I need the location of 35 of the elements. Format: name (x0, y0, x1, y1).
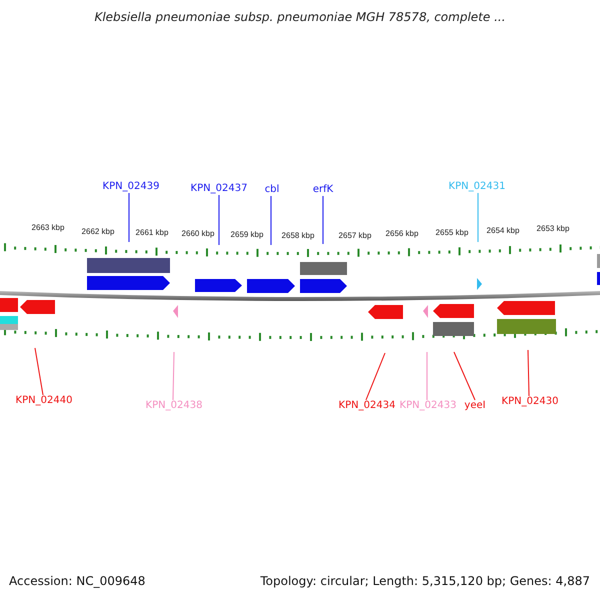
scale-label: 2662 kbp (82, 227, 114, 236)
scale-label: 2661 kbp (136, 228, 168, 237)
leader-line (454, 352, 476, 400)
scale-label: 2656 kbp (386, 229, 418, 238)
scale-label: 2655 kbp (436, 228, 468, 237)
scale-label: 2657 kbp (338, 231, 372, 240)
scale-label: 2658 kbp (282, 231, 314, 240)
scale-label: 2659 kbp (230, 230, 264, 239)
leader-line (270, 196, 272, 246)
gene-label: KPN_02434 (338, 400, 396, 412)
leader-line (528, 350, 530, 396)
footer-text: Topology: circular; Length: 5,315,120 bp; Genes: 4,887 (260, 574, 590, 588)
gene-label: KPN_02431 (448, 181, 506, 193)
gene-label: yeeI (464, 400, 486, 412)
leader-line (426, 352, 428, 400)
scale-label: 2663 kbp (32, 223, 64, 232)
leader-line (128, 192, 130, 242)
gene-label: KPN_02430 (502, 396, 558, 408)
leader-line (366, 352, 386, 400)
gene-label: KPN_02440 (16, 395, 72, 407)
leader-line (172, 352, 174, 400)
gene-label: erfK (312, 184, 334, 196)
scale-label: 2654 kbp (486, 226, 520, 235)
gene-label: KPN_02439 (102, 181, 160, 193)
footer-text: Accession: NC_009648 (9, 574, 146, 588)
leader-line (218, 194, 220, 246)
gene-label: KPN_02438 (146, 400, 202, 412)
title: Klebsiella pneumoniae subsp. pneumoniae MGH 78578, complete ... (93, 10, 507, 24)
gene-label: cbl (264, 184, 280, 196)
gene-label: KPN_02433 (400, 400, 456, 412)
gene-label: KPN_02437 (190, 183, 248, 195)
leader-line (34, 348, 44, 396)
leader-line (322, 196, 324, 244)
scale-label: 2660 kbp (182, 229, 214, 238)
scale-label: 2653 kbp (536, 224, 570, 233)
